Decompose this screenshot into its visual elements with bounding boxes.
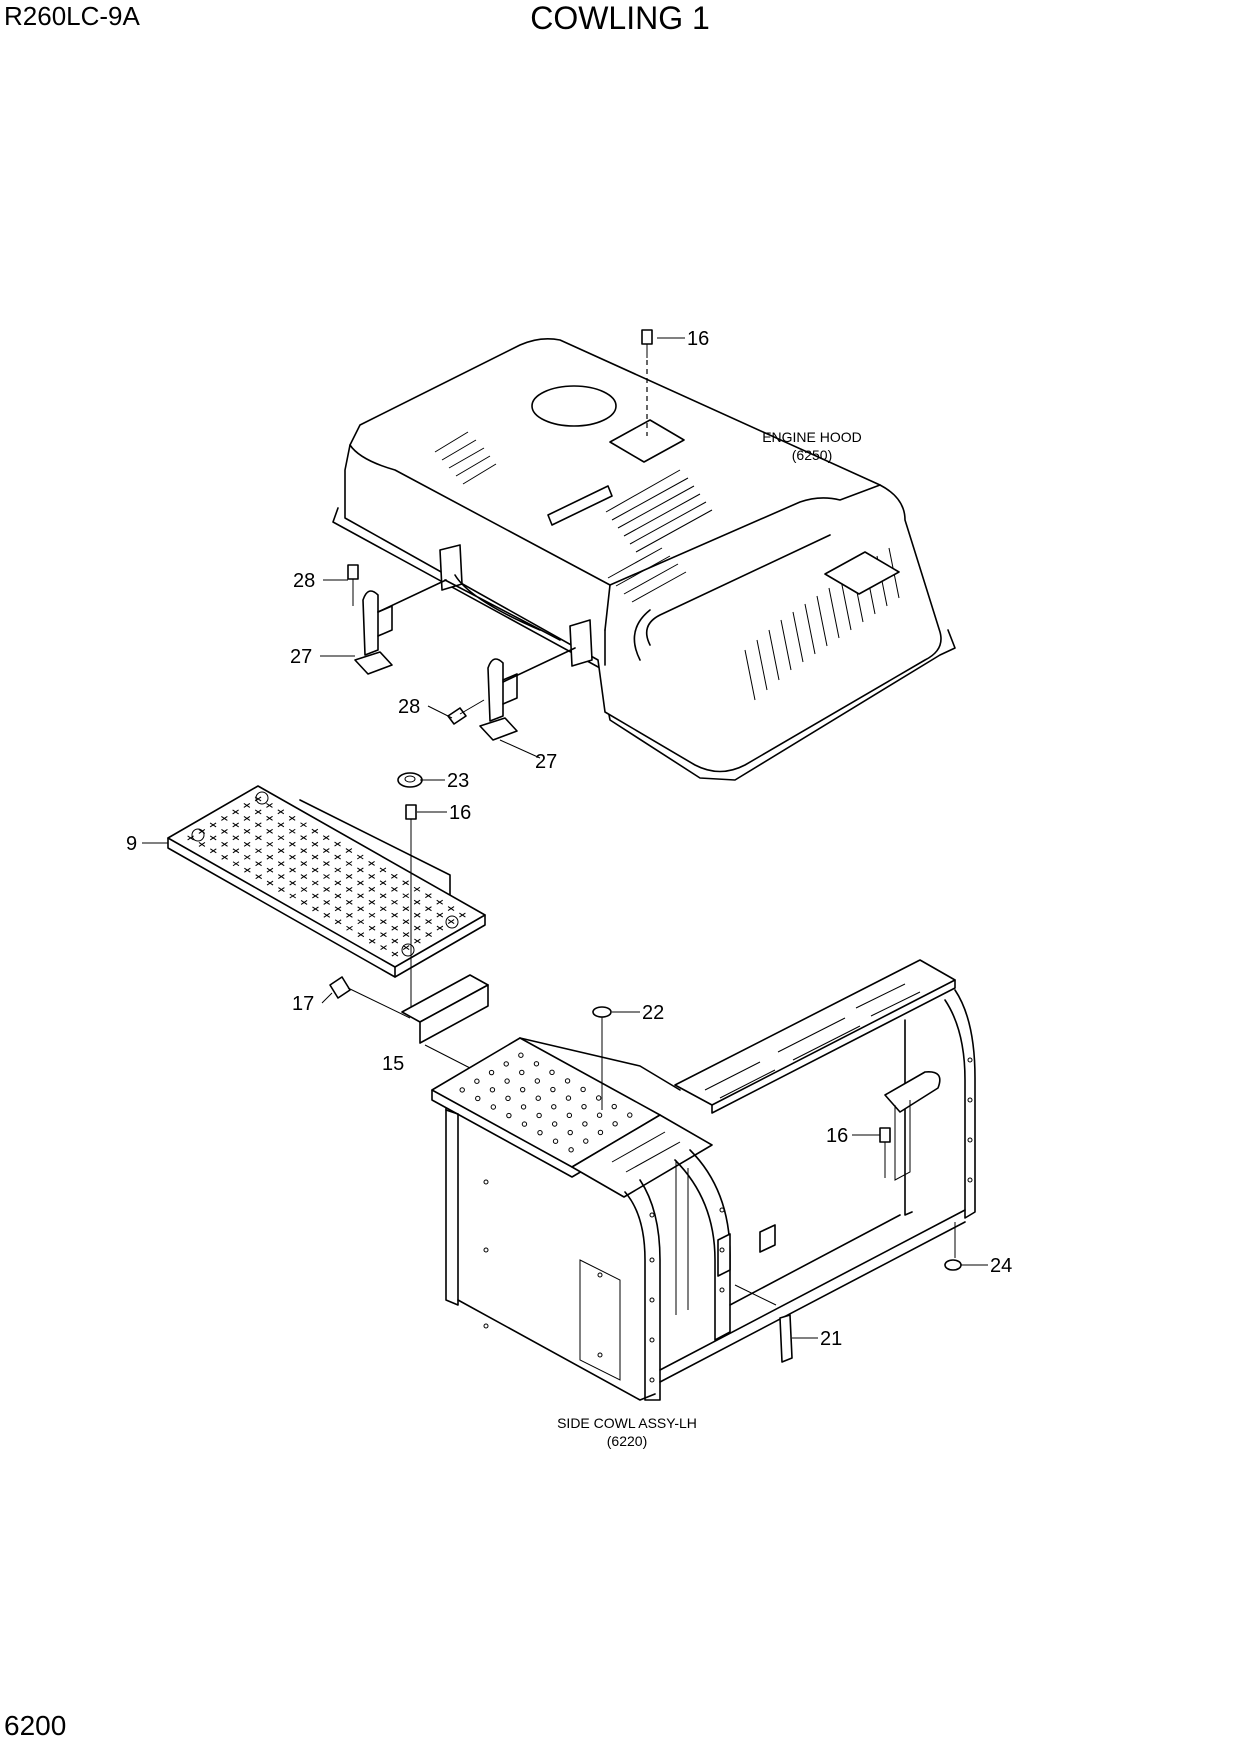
page-title: COWLING 1 xyxy=(530,0,710,36)
side-cowl-caption: SIDE COWL ASSY-LH xyxy=(557,1415,697,1431)
side-cowl-ref: (6220) xyxy=(607,1433,647,1449)
engine-hood-drawing xyxy=(332,338,956,781)
callout-16-lower: 16 xyxy=(826,1125,848,1147)
callout-16-middle: 16 xyxy=(449,802,471,824)
callout-23: 23 xyxy=(447,770,469,792)
callout-17: 17 xyxy=(292,993,314,1015)
frame-holes xyxy=(483,1057,973,1383)
hood-latch-upper xyxy=(354,579,447,675)
side-cowl-drawing xyxy=(431,959,976,1401)
grommet-22 xyxy=(592,1006,612,1110)
engine-hood-caption: ENGINE HOOD xyxy=(762,429,862,445)
washer-23 xyxy=(397,772,423,788)
bolt-17 xyxy=(329,976,411,1019)
engine-hood-ref: (6250) xyxy=(792,447,832,463)
callout-16-top: 16 xyxy=(687,328,709,350)
hood-latch-lower xyxy=(479,647,576,741)
callout-22: 22 xyxy=(642,1002,664,1024)
clip-21 xyxy=(734,1284,793,1363)
model-label: R260LC-9A xyxy=(4,1,140,31)
callout-28-lower: 28 xyxy=(398,696,420,718)
bracket-15 xyxy=(401,974,489,1069)
bolt-16-top xyxy=(641,329,653,436)
callout-9: 9 xyxy=(126,833,137,855)
callout-27-lower: 27 xyxy=(535,751,557,773)
bolt-28-upper xyxy=(347,564,359,606)
callout-15: 15 xyxy=(382,1053,404,1075)
callout-28-upper: 28 xyxy=(293,570,315,592)
leader-lines xyxy=(142,337,988,1339)
callout-27-upper: 27 xyxy=(290,646,312,668)
bolt-16-lower xyxy=(879,1127,891,1178)
bolt-28-lower xyxy=(447,699,485,725)
washer-24 xyxy=(944,1222,962,1271)
callout-24: 24 xyxy=(990,1255,1012,1277)
plate-perforations xyxy=(187,796,466,957)
step-plate-drawing xyxy=(167,785,486,978)
cowl-perforations xyxy=(459,1052,633,1153)
callout-21: 21 xyxy=(820,1328,842,1350)
bolt-16-middle xyxy=(405,804,417,1010)
page-number: 6200 xyxy=(4,1710,67,1741)
